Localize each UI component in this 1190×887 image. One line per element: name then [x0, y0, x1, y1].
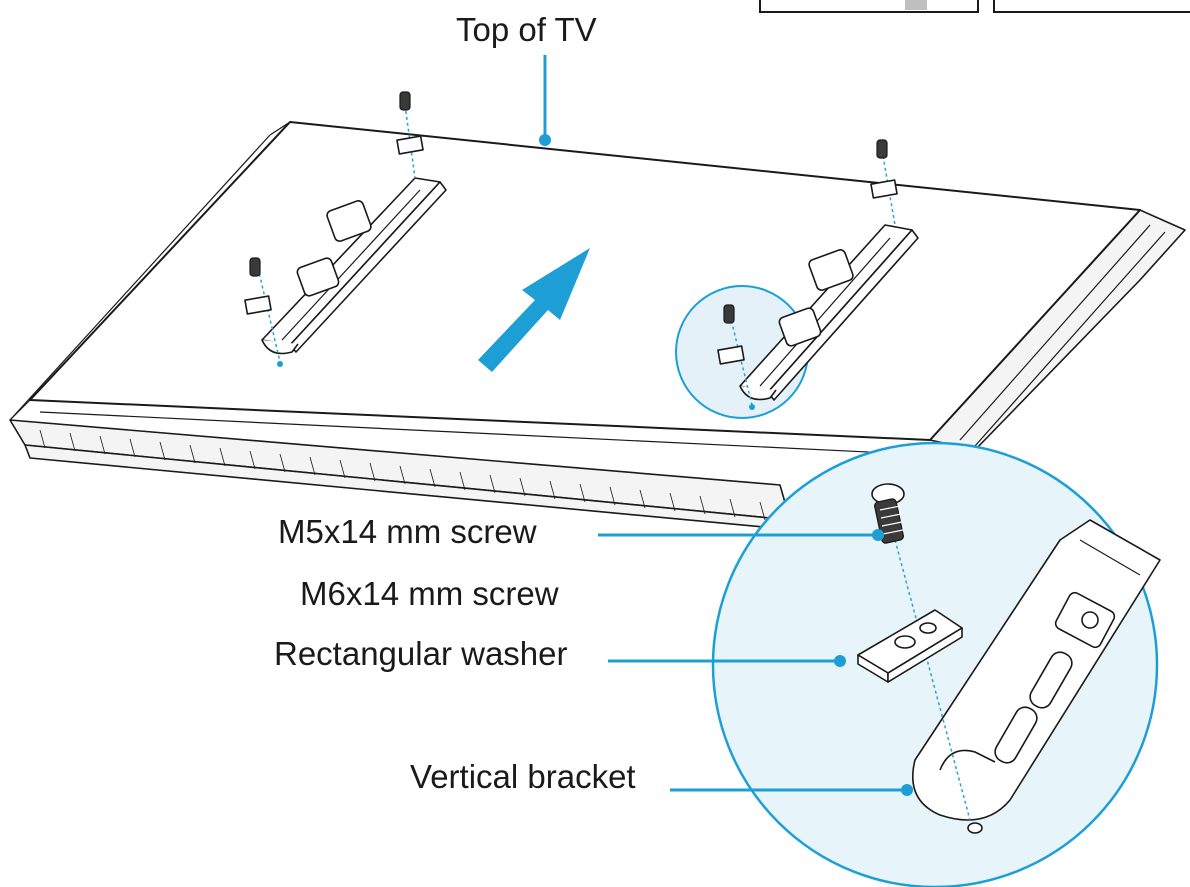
up-arrow-icon: [478, 248, 590, 372]
washer-icon: [857, 609, 963, 683]
label-m5-screw: M5x14 mm screw: [278, 513, 537, 550]
cropped-panels: [759, 0, 1190, 13]
label-rectangular-washer: Rectangular washer: [274, 635, 568, 672]
bottom-vent-hatching: [39, 429, 766, 521]
right-vertical-bracket: [675, 139, 919, 419]
label-vertical-bracket: Vertical bracket: [410, 758, 636, 795]
tv-panel: [9, 121, 1186, 531]
detail-circle-large: [711, 441, 1161, 887]
leader-lines: [539, 55, 913, 796]
label-top-of-tv: Top of TV: [456, 11, 597, 48]
label-m6-screw: M6x14 mm screw: [300, 575, 559, 612]
left-vertical-bracket: [244, 91, 447, 367]
